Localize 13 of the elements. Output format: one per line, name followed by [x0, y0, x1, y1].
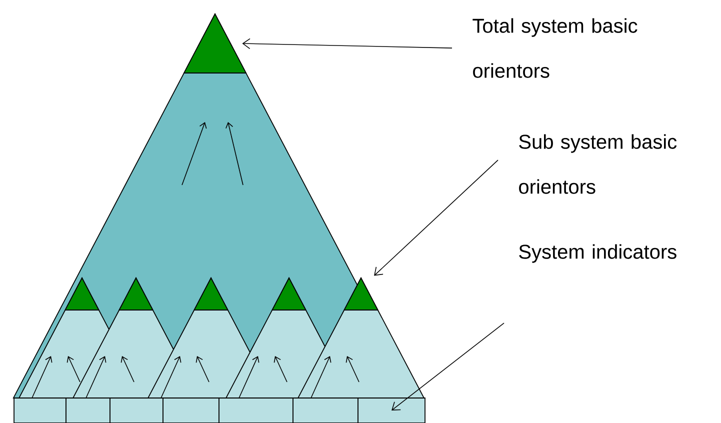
indicator-cell: [162, 398, 220, 423]
indicator-cell: [358, 398, 426, 423]
label-text: Total system basic orientors: [472, 18, 638, 78]
label-text: Sub system basic orientors: [519, 134, 677, 194]
indicator-cell: [110, 398, 164, 423]
label-text: System indicators: [519, 244, 676, 263]
leader-line: [392, 322, 504, 410]
leader-line: [242, 38, 452, 50]
indicator-cell: [218, 398, 294, 423]
indicator-cell: [14, 398, 66, 423]
indicator-cell: [292, 398, 358, 423]
leader-line: [374, 160, 498, 276]
indicator-cell: [66, 398, 110, 423]
